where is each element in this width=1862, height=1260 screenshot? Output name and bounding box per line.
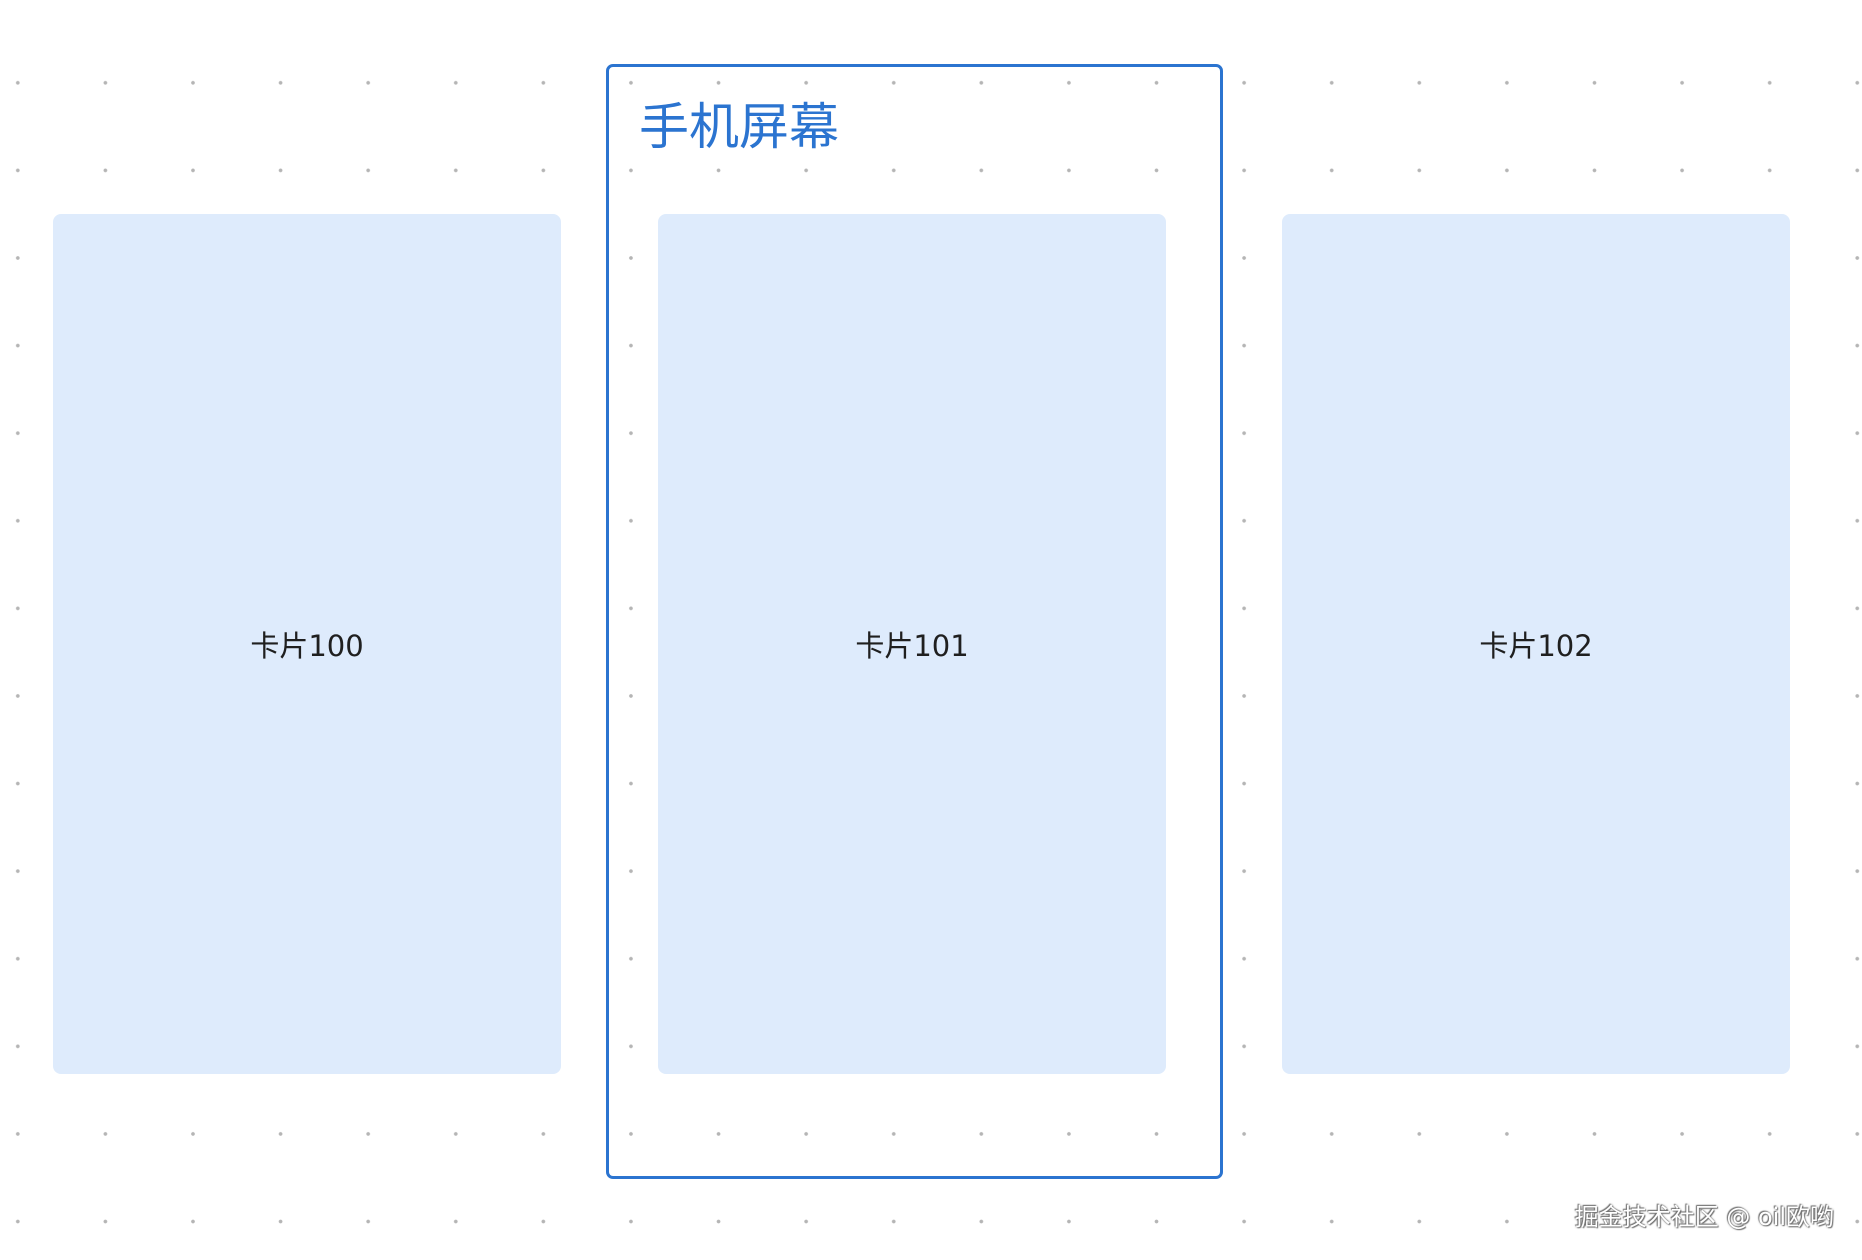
phone-screen-frame: 手机屏幕: [606, 64, 1223, 1179]
card-102: 卡片102: [1282, 214, 1790, 1074]
card-label: 卡片101: [855, 629, 969, 663]
phone-screen-title: 手机屏幕: [639, 98, 839, 156]
card-label: 卡片100: [250, 629, 364, 663]
card-101: 卡片101: [658, 214, 1166, 1074]
card-label: 卡片102: [1479, 629, 1593, 663]
watermark: 掘金技术社区 @ oil欧哟: [1574, 1203, 1834, 1231]
card-100: 卡片100: [53, 214, 561, 1074]
